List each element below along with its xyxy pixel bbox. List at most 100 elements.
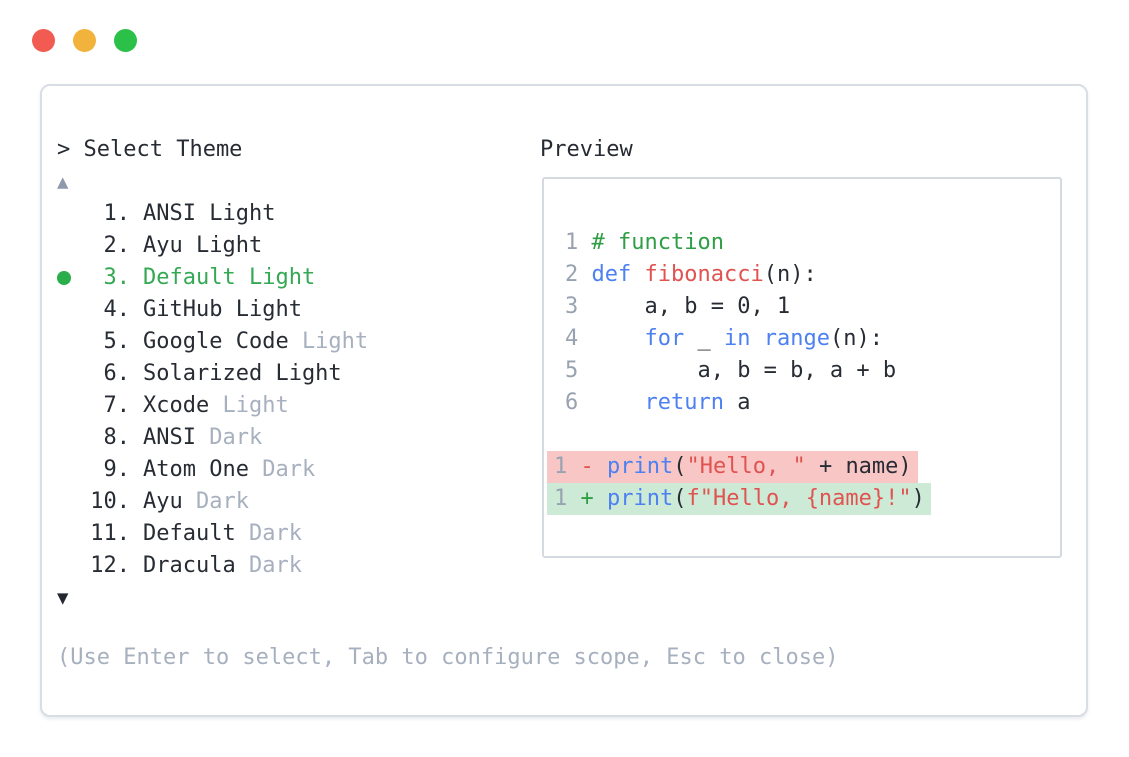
code-token-t: a (723, 390, 751, 415)
marker-spacer (57, 486, 90, 518)
code-token-plus: + (580, 486, 594, 511)
theme-item-label-primary: Google Code (143, 329, 289, 354)
code-token-t (631, 262, 644, 287)
theme-item-label-primary: GitHub Light (143, 297, 302, 322)
theme-item-number: 2. (103, 233, 131, 258)
theme-item-label-variant: Dark (262, 457, 316, 482)
theme-item-number: 5. (103, 329, 131, 354)
code-line: 3 a, b = 0, 1 (565, 291, 1050, 323)
code-token-t: ( (673, 486, 687, 511)
theme-item-label: GitHub Light (143, 294, 302, 326)
scroll-down-icon[interactable]: ▼ (57, 587, 69, 609)
theme-item-3[interactable]: 3.Default Light (57, 262, 368, 294)
theme-item-4[interactable]: 4.GitHub Light (57, 294, 368, 326)
marker-spacer (57, 326, 90, 358)
theme-item-1[interactable]: 1. ANSI Light (57, 198, 368, 230)
selected-indicator (57, 262, 90, 294)
line-number: 4 (565, 326, 592, 351)
theme-item-number: 10. (90, 489, 130, 514)
window-controls (32, 29, 137, 52)
code-line: 4 for _ in range(n): (565, 323, 1050, 355)
theme-item-10[interactable]: 10. Ayu Dark (57, 486, 368, 518)
code-token-t: ( (673, 454, 687, 479)
theme-item-number: 9. (103, 457, 131, 482)
marker-spacer (57, 230, 90, 262)
theme-item-label-primary: Dracula (143, 553, 236, 578)
theme-item-number: 12. (90, 553, 130, 578)
code-token-t: ) (911, 486, 925, 511)
code-line: 2 def fibonacci(n): (565, 259, 1050, 291)
theme-item-6[interactable]: 6. Solarized Light (57, 358, 368, 390)
theme-item-label: Default Light (143, 262, 315, 294)
theme-item-number: 1. (103, 201, 131, 226)
theme-item-label-primary: Ayu (143, 489, 183, 514)
theme-item-label: ANSI Light (143, 198, 275, 230)
diff-line-added: 1 + print(f"Hello, {name}!") (547, 483, 1050, 515)
code-token-k: print (607, 454, 674, 479)
marker-spacer (57, 454, 90, 486)
theme-item-label: ANSI Dark (143, 422, 262, 454)
theme-item-label: Default Dark (143, 518, 302, 550)
code-token-r: fibonacci (644, 262, 764, 287)
theme-item-number: 11. (90, 521, 130, 546)
scroll-up-icon[interactable]: ▲ (57, 171, 69, 193)
code-line: 5 a, b = b, a + b (565, 355, 1050, 387)
theme-item-number: 7. (103, 393, 131, 418)
code-line: 6 return a (565, 387, 1050, 419)
code-token-minus: - (580, 454, 594, 479)
theme-item-label-primary: Default (143, 521, 236, 546)
theme-item-label: Ayu Dark (143, 486, 249, 518)
code-token-t: (n): (829, 326, 883, 351)
code-line: 1 # function (565, 227, 1050, 259)
theme-item-label-primary: Ayu Light (143, 233, 263, 258)
theme-item-label-primary: Atom One (143, 457, 249, 482)
line-number: 2 (565, 262, 592, 287)
code-token-r: f"Hello, {name}!" (686, 486, 912, 511)
theme-item-label-primary: ANSI Light (143, 201, 276, 226)
diff-highlight-removed: 1 - print("Hello, " + name) (547, 451, 918, 483)
code-token-t (594, 454, 607, 479)
theme-item-label-primary: Xcode (143, 393, 210, 418)
code-token-t (594, 486, 607, 511)
theme-item-11[interactable]: 11. Default Dark (57, 518, 368, 550)
theme-item-label: Atom One Dark (143, 454, 315, 486)
theme-item-label: Solarized Light (143, 358, 342, 390)
marker-spacer (57, 294, 90, 326)
code-token-c: # function (591, 230, 724, 255)
theme-item-label-variant: Dark (195, 489, 249, 514)
theme-item-label-variant: Dark (209, 425, 263, 450)
picker-title: > Select Theme (57, 137, 243, 162)
theme-item-number: 6. (103, 361, 131, 386)
line-number: 3 (565, 294, 592, 319)
theme-item-label-variant: Dark (248, 521, 302, 546)
minimize-window-icon[interactable] (73, 29, 96, 52)
line-number: 1 (554, 486, 581, 511)
theme-item-label-primary: Default Light (143, 265, 316, 290)
code-token-t: _ (684, 326, 724, 351)
line-number: 1 (565, 230, 592, 255)
line-number: 1 (554, 454, 581, 479)
zoom-window-icon[interactable] (114, 29, 137, 52)
marker-spacer (57, 422, 90, 454)
theme-item-2[interactable]: 2. Ayu Light (57, 230, 368, 262)
selected-dot-icon (57, 271, 71, 285)
code-token-t: a, b = b, a + b (591, 358, 897, 383)
code-token-t: (n): (763, 262, 817, 287)
marker-spacer (57, 198, 90, 230)
marker-spacer (57, 518, 90, 550)
marker-spacer (57, 358, 90, 390)
close-window-icon[interactable] (32, 29, 55, 52)
marker-spacer (57, 390, 90, 422)
code-token-k: for (644, 326, 685, 351)
code-token-t: + name) (805, 454, 912, 479)
theme-item-9[interactable]: 9. Atom One Dark (57, 454, 368, 486)
code-token-k: def (591, 262, 632, 287)
theme-item-label-primary: ANSI (143, 425, 196, 450)
